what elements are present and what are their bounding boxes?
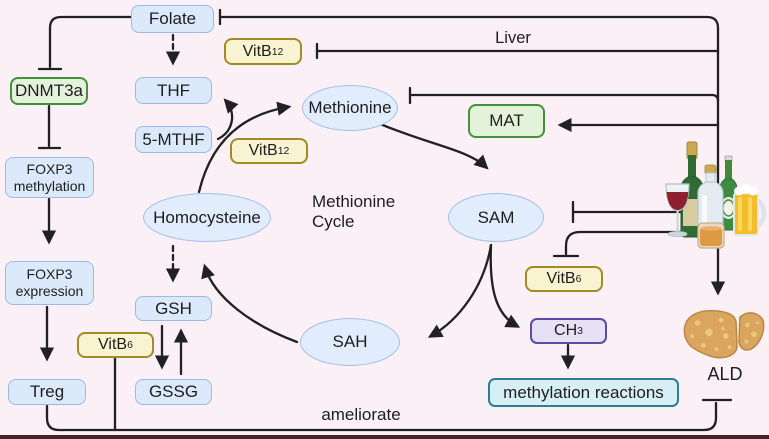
ch3-sub: 3: [577, 325, 583, 337]
inhibition-alcohol-to-folate-and-liver-arrow: [218, 15, 726, 296]
node-thf-label: THF: [156, 80, 191, 100]
vitb12-mid-base: VitB: [248, 142, 278, 159]
methionine-cycle-label: Methionine Cycle: [312, 192, 395, 232]
alcohol-drinks-icon: [665, 141, 766, 249]
node-treg: Treg: [8, 379, 86, 405]
node-thf: THF: [135, 77, 212, 104]
arrow-sah-to-homocysteine: [201, 263, 299, 344]
node-foxp3-methylation: FOXP3 methylation: [5, 157, 94, 198]
inhibition-folate-to-dnmt3a: [48, 15, 133, 69]
vitb6-left-base: VitB: [98, 336, 128, 353]
node-sam-label: SAM: [477, 207, 515, 227]
arrow-homocysteine-to-methionine: [197, 101, 292, 194]
foxp3-expression-line2: expression: [15, 283, 84, 299]
node-homocysteine-label: Homocysteine: [153, 207, 261, 227]
node-methionine-label: Methionine: [308, 98, 392, 117]
ch3-base: CH: [554, 322, 578, 339]
node-folate: Folate: [131, 5, 214, 33]
vitb12-top-sub: 12: [271, 45, 284, 58]
node-gssg: GSSG: [135, 379, 212, 405]
methylation-reactions-label: methylation reactions: [503, 382, 664, 402]
vitb6-left-sub: 6: [127, 339, 133, 351]
node-5mthf-label: 5-MTHF: [142, 129, 205, 149]
cycle-label-line2: Cycle: [312, 212, 355, 231]
node-gsh-label: GSH: [155, 298, 192, 318]
ameliorate-line: [45, 401, 718, 432]
whiskey-glass-icon: [697, 222, 725, 249]
node-mat-label: MAT: [489, 111, 524, 130]
arrow-sam-to-ch3: [489, 243, 521, 328]
node-gssg-label: GSSG: [148, 382, 199, 401]
arrow-5mthf-to-thf: [216, 98, 239, 141]
vitb6-right-base: VitB: [546, 270, 576, 287]
fatty-liver-icon: [683, 309, 765, 359]
ald-label: ALD: [707, 364, 743, 384]
node-sah-label: SAH: [332, 332, 368, 351]
inhibition-alcohol-to-methionine: [408, 93, 720, 103]
node-gsh: GSH: [135, 296, 212, 321]
vitb6-right-sub: 6: [575, 273, 582, 285]
node-mat: MAT: [468, 104, 545, 138]
foxp3-methylation-line2: methylation: [13, 177, 86, 194]
node-dnmt3a-label: DNMT3a: [14, 81, 83, 100]
foxp3-methylation-line1: FOXP3: [26, 160, 73, 177]
node-sah: SAH: [300, 318, 400, 366]
arrow-sam-to-sah: [427, 243, 493, 338]
node-folate-label: Folate: [148, 9, 197, 28]
inhibition-alcohol-to-vitb6: [564, 230, 720, 256]
arrow-methionine-to-sam: [378, 122, 489, 170]
liver-lobes: [683, 309, 765, 359]
ameliorate-label: ameliorate: [321, 405, 401, 424]
liver-label: Liver: [495, 29, 531, 47]
beer-mug-icon: [733, 184, 766, 236]
node-homocysteine: Homocysteine: [143, 193, 271, 242]
node-5mthf: 5-MTHF: [135, 126, 212, 153]
node-dnmt3a: DNMT3a: [10, 77, 88, 105]
vitb12-mid-sub: 12: [277, 145, 290, 157]
node-foxp3-expression: FOXP3 expression: [5, 261, 94, 305]
cycle-label-line1: Methionine: [312, 192, 396, 211]
wine-glass-icon: [665, 183, 690, 238]
bottom-edge-strip: [0, 435, 769, 439]
vitb12-top-base: VitB: [242, 42, 272, 60]
node-methylation-reactions: methylation reactions: [488, 378, 679, 407]
node-treg-label: Treg: [29, 382, 65, 401]
node-methionine: Methionine: [302, 85, 398, 131]
foxp3-expression-line1: FOXP3: [26, 266, 73, 282]
node-sam: SAM: [448, 193, 544, 242]
